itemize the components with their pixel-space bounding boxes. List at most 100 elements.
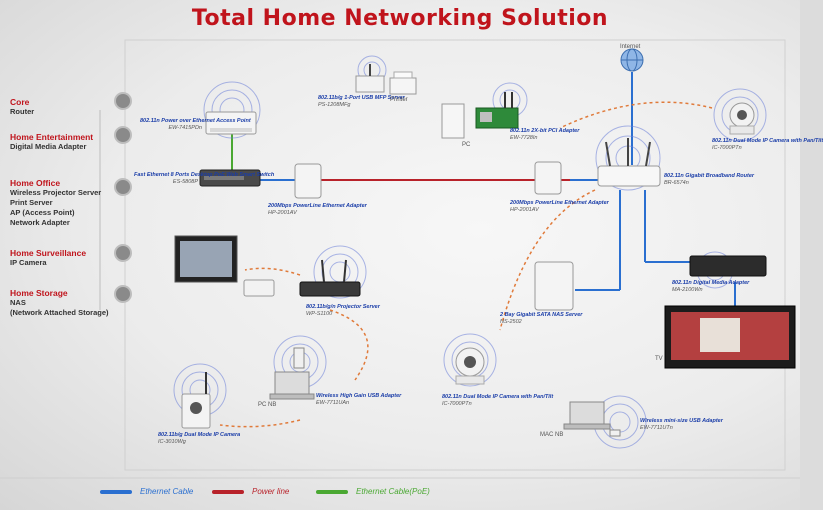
usb-high-gain-adapter-icon	[293, 347, 305, 369]
mac-nb-label: MAC NB	[540, 432, 564, 438]
category-core: Core Router	[10, 97, 34, 117]
internet-label: Internet	[620, 44, 641, 50]
device-name: 802.11n Dual Mode IP Camera with Pan/Til…	[712, 138, 823, 144]
laptop-pc-nb-icon	[269, 371, 315, 400]
device-name: 802.11b/g Dual Mode IP Camera	[158, 432, 241, 438]
device-name: Fast Ethernet 8 Ports Desktop PoE Web Sm…	[134, 172, 275, 178]
category-item: IP Camera	[10, 258, 47, 267]
category-title: Home Office	[10, 178, 61, 188]
device-model: EW-7728In	[510, 135, 538, 141]
tv-icon	[664, 305, 796, 369]
legend-swatch-powerline	[212, 490, 244, 494]
device-model: EW-7711UAn	[316, 400, 350, 406]
category-item: Print Server	[10, 198, 53, 207]
media-adapter-label: 802.11n Digital Media Adapter MA-2100Wn	[672, 280, 752, 294]
pci-adapter-icon	[475, 92, 519, 129]
pc-label: PC	[462, 142, 471, 148]
page-title: Total Home Networking Solution	[191, 6, 609, 31]
usb-high-gain-label: Wireless High Gain USB Adapter EW-7711UA…	[316, 393, 402, 407]
category-item: Network Adapter	[10, 218, 70, 227]
printer-icon	[389, 71, 417, 95]
category-item: Router	[10, 107, 35, 116]
gamepad-icon	[114, 126, 132, 144]
powerline-adapter-left-icon	[294, 163, 322, 199]
device-name: 802.11n Gigabit Broadband Router	[664, 173, 755, 179]
pci-adapter-label: 802.11n 2X-bit PCI Adapter EW-7728In	[510, 128, 580, 142]
device-name: 802.11n 2X-bit PCI Adapter	[510, 128, 580, 134]
device-name: 802.11n Power over Ethernet Access Point	[140, 118, 251, 124]
device-model: IC-3010Wg	[158, 439, 186, 445]
router-icon	[597, 138, 661, 187]
poe-access-point-icon	[205, 111, 257, 135]
poe-ap-label: 802.11n Power over Ethernet Access Point…	[140, 118, 251, 132]
category-title: Home Storage	[10, 288, 68, 298]
camera-icon	[114, 244, 132, 262]
router-label: 802.11n Gigabit Broadband Router BR-6574…	[664, 173, 755, 187]
ip-camera-top-icon	[729, 102, 755, 135]
powerline-right-label: 200Mbps PowerLine Ethernet Adapter HP-20…	[510, 200, 609, 214]
ip-camera-top-label: 802.11n Dual Mode IP Camera with Pan/Til…	[712, 138, 823, 152]
device-model: HP-2001AV	[510, 207, 539, 213]
category-item: (Network Attached Storage)	[10, 308, 109, 317]
category-item: Wireless Projector Server	[10, 188, 102, 197]
category-home-storage: Home Storage NAS (Network Attached Stora…	[10, 288, 109, 318]
projector-server-icon	[299, 259, 361, 297]
ip-camera-small-label: 802.11b/g Dual Mode IP Camera IC-3010Wg	[158, 432, 241, 446]
device-name: 802.11n Dual Mode IP Camera with Pan/Til…	[442, 394, 554, 400]
device-name: 200Mbps PowerLine Ethernet Adapter	[268, 203, 367, 209]
internet-globe-icon	[620, 48, 644, 72]
device-model: HP-2001AV	[268, 210, 297, 216]
connection-lines	[0, 39, 800, 479]
device-model: IC-7000PTn	[712, 145, 742, 151]
wireless-links	[219, 101, 713, 428]
category-home-surveillance: Home Surveillance IP Camera	[10, 248, 86, 268]
powerline-left-label: 200Mbps PowerLine Ethernet Adapter HP-20…	[268, 203, 367, 217]
device-name: 802.11n Digital Media Adapter	[672, 280, 750, 286]
device-name: 802.11b/g/n Projector Server	[306, 304, 380, 310]
usb-mini-adapter-label: Wireless mini-size USB Adapter EW-7711UT…	[640, 418, 723, 432]
device-name: Wireless High Gain USB Adapter	[316, 393, 402, 399]
device-model: BR-6574n	[664, 180, 689, 186]
device-model: IC-7000PTn	[442, 401, 472, 407]
printer-label: Printer	[390, 97, 408, 103]
poe-switch-label: Fast Ethernet 8 Ports Desktop PoE Web Sm…	[134, 172, 275, 186]
mfp-server-label: 802.11b/g 1-Port USB MFP Server PS-1208M…	[318, 95, 405, 109]
device-model: NS-2502	[500, 319, 522, 325]
category-item: Digital Media Adapter	[10, 142, 87, 151]
legend-label-ethernet: Ethernet Cable	[140, 487, 194, 496]
router-icon	[114, 92, 132, 110]
pc-tower-icon	[441, 103, 465, 139]
ip-camera-bottom-icon	[455, 347, 485, 385]
nas-label: 2 Bay Gigabit SATA NAS Server NS-2502	[500, 312, 582, 326]
device-name: 200Mbps PowerLine Ethernet Adapter	[510, 200, 609, 206]
media-adapter-icon	[689, 255, 767, 277]
ip-camera-bottom-label: 802.11n Dual Mode IP Camera with Pan/Til…	[442, 394, 554, 408]
category-item: AP (Access Point)	[10, 208, 75, 217]
category-title: Home Entertainment	[10, 132, 94, 142]
device-model: EW-7711UTn	[640, 425, 673, 431]
mfp-server-icon	[355, 64, 385, 93]
nas-icon	[534, 261, 574, 311]
category-home-office: Home Office Wireless Projector Server Pr…	[10, 178, 101, 228]
category-title: Core	[10, 97, 30, 107]
pc-nb-label: PC NB	[258, 402, 277, 408]
printer-icon	[114, 178, 132, 196]
device-model: ES-5808P	[172, 179, 198, 185]
device-name: 802.11b/g 1-Port USB MFP Server	[318, 95, 405, 101]
legend-swatch-poe	[316, 490, 348, 494]
device-model: MA-2100Wn	[672, 287, 703, 293]
projector-server-label: 802.11b/g/n Projector Server WP-S1100	[306, 304, 380, 318]
storage-icon	[114, 285, 132, 303]
laptop-mac-nb-icon	[563, 401, 611, 430]
projector-screen-icon	[174, 235, 238, 283]
device-name: Wireless mini-size USB Adapter	[640, 418, 723, 424]
usb-mini-adapter-icon	[609, 429, 621, 437]
legend-label-powerline: Power line	[252, 487, 290, 496]
tv-label: TV	[655, 356, 663, 362]
powerline-adapter-right-icon	[534, 161, 562, 195]
category-item: NAS	[10, 298, 26, 307]
device-model: PS-1208MFg	[318, 102, 351, 108]
device-model: EW-7415PDn	[168, 125, 202, 131]
ip-camera-small-icon	[181, 372, 211, 429]
